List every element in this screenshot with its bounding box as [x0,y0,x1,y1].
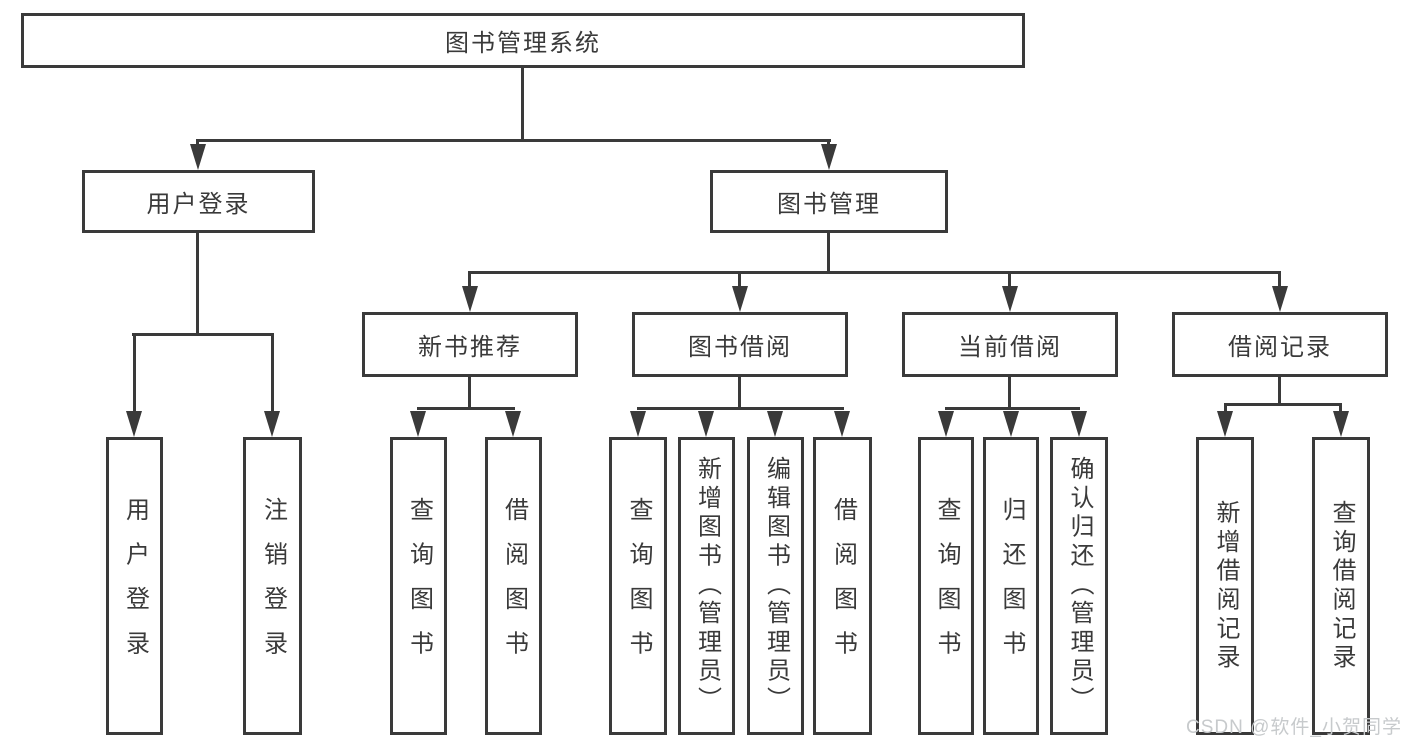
arrowhead-down-icon [630,411,646,437]
leaf-query-books-recommend-label: 查询图书 [405,497,433,675]
connector-stem [827,139,830,147]
arrowhead-down-icon [1217,411,1233,437]
leaf-add-borrow-record-label: 新增借阅记录 [1212,499,1239,673]
connector-stem [196,233,199,336]
leaf-borrow-books-recommend: 借阅图书 [485,437,542,735]
connector-stem [1278,377,1281,406]
leaf-confirm-return-admin-label: 确认归还（管理员） [1066,456,1093,716]
connector-stem [827,233,830,274]
node-book-management: 图书管理 [710,170,948,233]
connector-rail [417,407,515,410]
arrowhead-down-icon [505,411,521,437]
node-book-borrowing: 图书借阅 [632,312,848,377]
connector-rail [469,271,1281,274]
node-new-book-recommend-label: 新书推荐 [418,334,522,361]
arrowhead-down-icon [821,144,837,170]
node-root-system: 图书管理系统 [21,13,1025,68]
leaf-query-books-current: 查询图书 [918,437,974,735]
leaf-add-book-admin: 新增图书（管理员） [678,437,735,735]
leaf-return-books-label: 归还图书 [998,497,1025,675]
arrowhead-down-icon [264,411,280,437]
node-root-label: 图书管理系统 [445,30,601,57]
leaf-edit-book-admin-label: 编辑图书（管理员） [762,456,790,716]
connector-stem [1339,403,1342,413]
connector-stem [1008,377,1011,410]
connector-stem [738,271,741,289]
node-current-borrowing: 当前借阅 [902,312,1118,377]
arrowhead-down-icon [190,144,206,170]
connector-rail [1224,403,1342,406]
connector-root-stem [521,68,524,142]
arrowhead-down-icon [698,411,714,437]
connector-stem [738,377,741,410]
connector-stem [468,271,471,289]
leaf-user-login-label: 用户登录 [121,497,149,675]
connector-stem [1278,271,1281,289]
arrowhead-down-icon [1272,286,1288,312]
connector-rail [945,407,1080,410]
arrowhead-down-icon [1333,411,1349,437]
node-book-management-label: 图书管理 [777,191,881,218]
arrowhead-down-icon [834,411,850,437]
connector-stem [1224,403,1227,413]
leaf-query-borrow-record: 查询借阅记录 [1312,437,1370,735]
leaf-user-login: 用户登录 [106,437,163,735]
leaf-logout-label: 注销登录 [259,497,287,675]
arrowhead-down-icon [1003,411,1019,437]
leaf-borrow-books-borrowing: 借阅图书 [813,437,872,735]
arrowhead-down-icon [410,411,426,437]
connector-stem [271,333,274,413]
node-book-borrowing-label: 图书借阅 [688,334,792,361]
node-borrowing-records: 借阅记录 [1172,312,1388,377]
leaf-borrow-books-borrowing-label: 借阅图书 [829,497,857,675]
leaf-query-books-borrowing: 查询图书 [609,437,667,735]
leaf-query-borrow-record-label: 查询借阅记录 [1328,499,1355,673]
connector-rail [132,333,274,336]
leaf-query-books-current-label: 查询图书 [933,497,960,675]
connector-stem [468,377,471,410]
leaf-edit-book-admin: 编辑图书（管理员） [747,437,804,735]
arrowhead-down-icon [462,286,478,312]
arrowhead-down-icon [126,411,142,437]
connector-stem [196,139,199,147]
node-user-login-label: 用户登录 [146,191,251,218]
arrowhead-down-icon [1002,286,1018,312]
arrowhead-down-icon [732,286,748,312]
node-current-borrowing-label: 当前借阅 [958,334,1062,361]
connector-rail [637,407,844,410]
node-borrowing-records-label: 借阅记录 [1228,334,1332,361]
arrowhead-down-icon [938,411,954,437]
leaf-add-borrow-record: 新增借阅记录 [1196,437,1254,735]
connector-root-rail [197,139,831,142]
leaf-add-book-admin-label: 新增图书（管理员） [693,456,721,716]
arrowhead-down-icon [1071,411,1087,437]
leaf-confirm-return-admin: 确认归还（管理员） [1050,437,1108,735]
node-user-login: 用户登录 [82,170,315,233]
leaf-query-books-recommend: 查询图书 [390,437,447,735]
connector-stem [1008,271,1011,289]
leaf-logout: 注销登录 [243,437,302,735]
leaf-borrow-books-recommend-label: 借阅图书 [500,497,528,675]
leaf-query-books-borrowing-label: 查询图书 [625,497,652,675]
connector-stem [133,333,136,413]
leaf-return-books: 归还图书 [983,437,1039,735]
arrowhead-down-icon [767,411,783,437]
node-new-book-recommend: 新书推荐 [362,312,578,377]
csdn-watermark: CSDN @软件_小贺同学 [1186,717,1402,738]
